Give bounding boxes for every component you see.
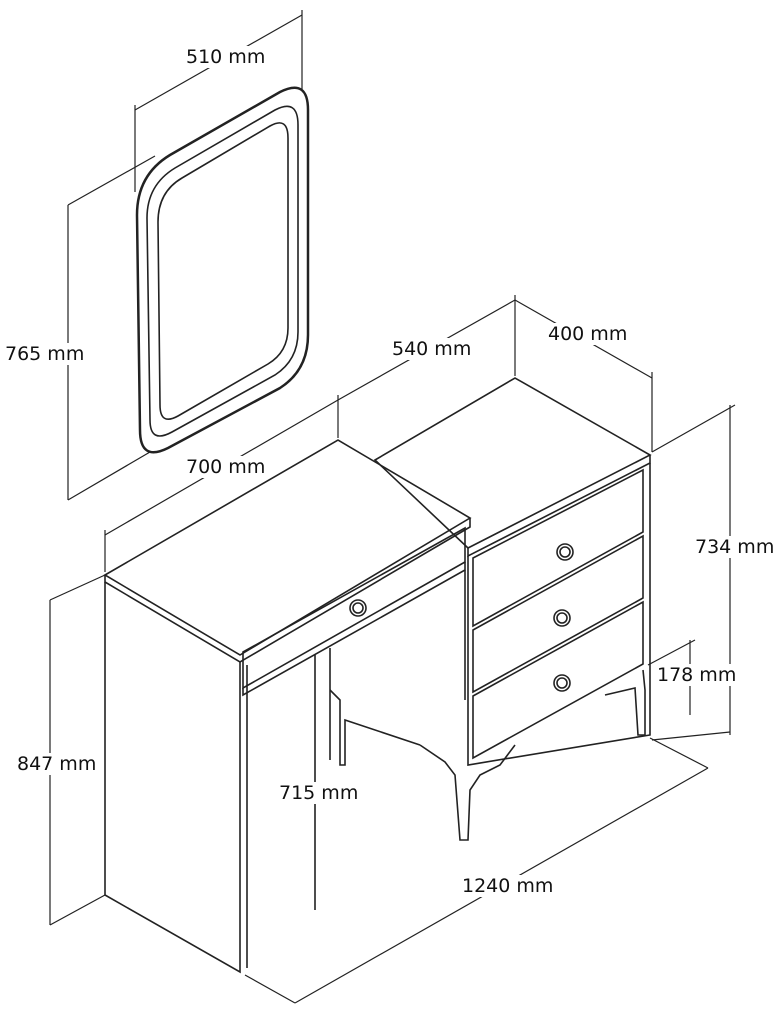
- dim-chest-height: 734 mm: [693, 536, 777, 558]
- dim-leg-height: 178 mm: [655, 664, 739, 686]
- dim-total-width: 1240 mm: [460, 875, 556, 897]
- desk: [103, 439, 472, 974]
- dim-mirror-height: 765 mm: [3, 343, 87, 365]
- chest-of-drawers: [373, 377, 652, 841]
- dimension-lines: [49, 10, 736, 1004]
- dim-knee-clearance: 715 mm: [277, 782, 361, 804]
- dim-mirror-width: 510 mm: [184, 46, 268, 68]
- dim-chest-depth: 400 mm: [546, 323, 630, 345]
- dim-desk-width: 700 mm: [184, 456, 268, 478]
- dim-chest-width: 540 mm: [390, 338, 474, 360]
- mirror: [135, 86, 310, 454]
- dim-desk-height: 847 mm: [15, 753, 99, 775]
